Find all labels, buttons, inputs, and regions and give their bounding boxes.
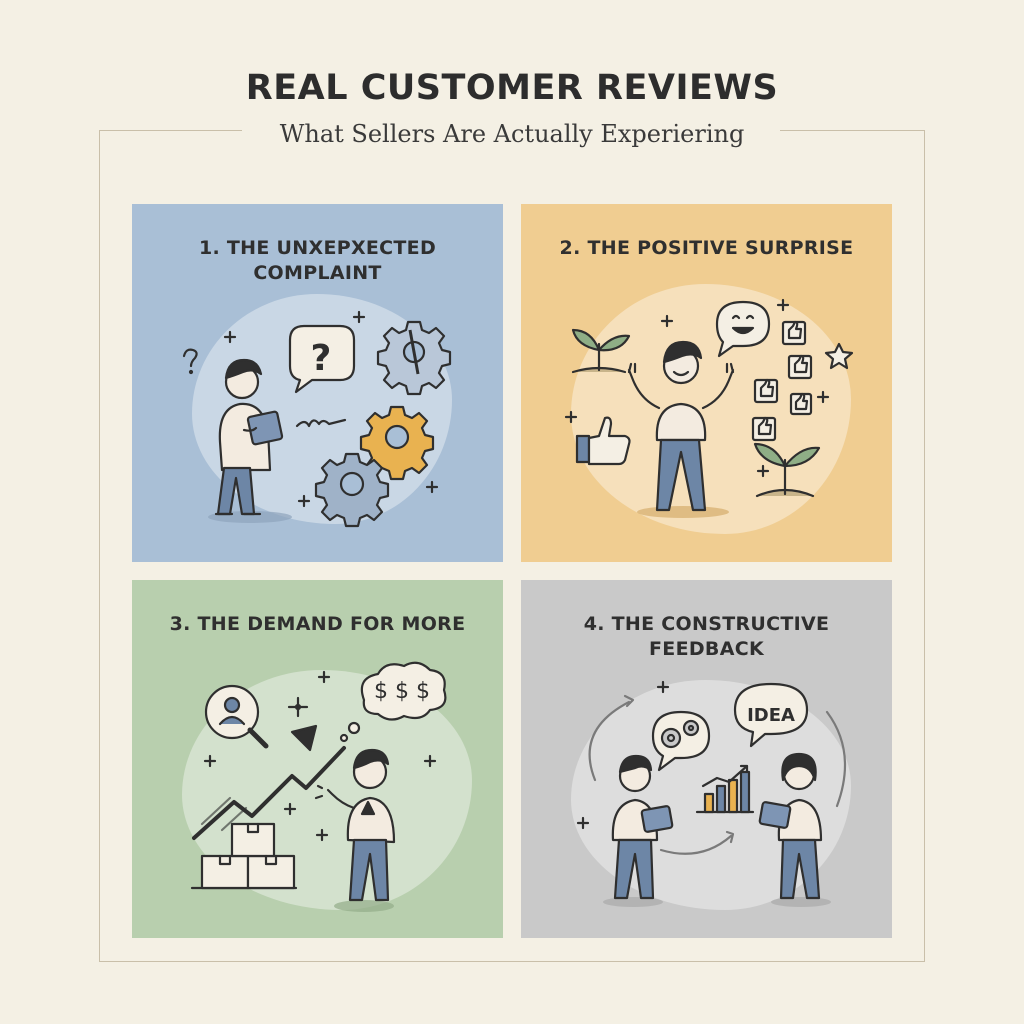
panel-title-line1: 4. THE CONSTRUCTIVE [583, 613, 830, 635]
money-thought: $ $ $ [374, 679, 430, 704]
demand-illustration: $ $ $ [190, 661, 447, 912]
gear-icon [660, 719, 700, 749]
panel-title-line1: 3. THE DEMAND FOR MORE [169, 613, 466, 635]
thumbs-up-icon [751, 320, 813, 442]
panel-title-line1: 1. THE UNXEPXECTED [198, 237, 437, 259]
panel-unexpected-complaint: 1. THE UNXEPXECTED COMPLAINT [132, 204, 503, 562]
bar-chart-icon [695, 764, 755, 814]
frame-top-left [99, 130, 242, 131]
panel-demand-for-more: 3. THE DEMAND FOR MORE [132, 580, 503, 938]
question-mark: ? [311, 338, 332, 379]
panel-constructive-feedback: 4. THE CONSTRUCTIVE FEEDBACK [521, 580, 892, 938]
surprise-illustration [564, 298, 854, 518]
page-title: REAL CUSTOMER REVIEWS [245, 68, 779, 108]
panel-title: 4. THE CONSTRUCTIVE FEEDBACK [521, 612, 892, 662]
frame-border [99, 130, 925, 962]
panel-title: 3. THE DEMAND FOR MORE [132, 612, 503, 637]
panel-title-line1: 2. THE POSITIVE SURPRISE [559, 237, 854, 259]
thumbs-up-icon [575, 416, 631, 466]
panel-positive-surprise: 2. THE POSITIVE SURPRISE [521, 204, 892, 562]
search-user-icon [204, 684, 269, 749]
frame-top-right [780, 130, 925, 131]
feedback-illustration: IDEA [576, 680, 847, 907]
complaint-illustration: ? [182, 310, 452, 528]
panel-title-line2: FEEDBACK [649, 638, 764, 660]
gear-icon [314, 320, 452, 528]
panel-title-line2: COMPLAINT [253, 262, 382, 284]
panel-title: 1. THE UNXEPXECTED COMPLAINT [132, 236, 503, 286]
panel-title: 2. THE POSITIVE SURPRISE [521, 236, 892, 261]
page-subtitle: What Sellers Are Actually Experiering [279, 120, 745, 148]
idea-bubble-text: IDEA [747, 705, 795, 726]
